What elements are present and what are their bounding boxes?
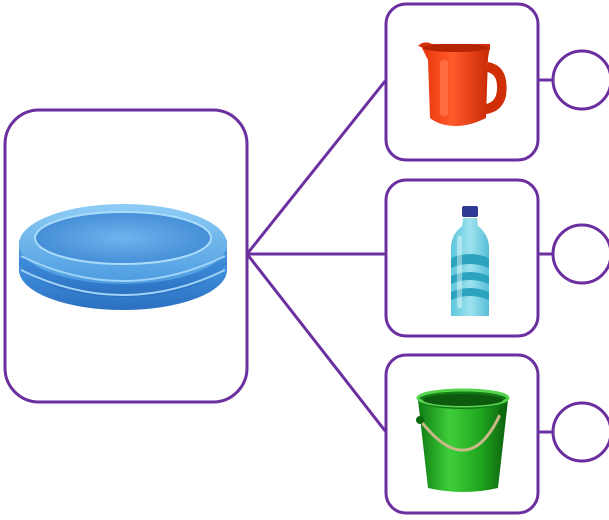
option-card-jug[interactable] xyxy=(384,2,540,162)
connector-line-jug xyxy=(245,79,388,255)
connector-line-bucket xyxy=(245,253,388,433)
option-card-bottle[interactable] xyxy=(384,178,540,338)
water-bottle-icon xyxy=(451,206,489,316)
option-card-bucket[interactable] xyxy=(384,353,540,515)
answer-circle-bottle[interactable] xyxy=(551,223,609,285)
answer-circles xyxy=(551,49,609,463)
jug-icon xyxy=(418,42,507,126)
connector-lines xyxy=(245,78,553,434)
answer-circle-bucket[interactable] xyxy=(551,401,609,463)
bucket-icon xyxy=(416,388,510,492)
source-card-pool xyxy=(3,108,249,404)
inflatable-pool-icon xyxy=(19,204,227,310)
answer-circle-jug[interactable] xyxy=(551,49,609,111)
